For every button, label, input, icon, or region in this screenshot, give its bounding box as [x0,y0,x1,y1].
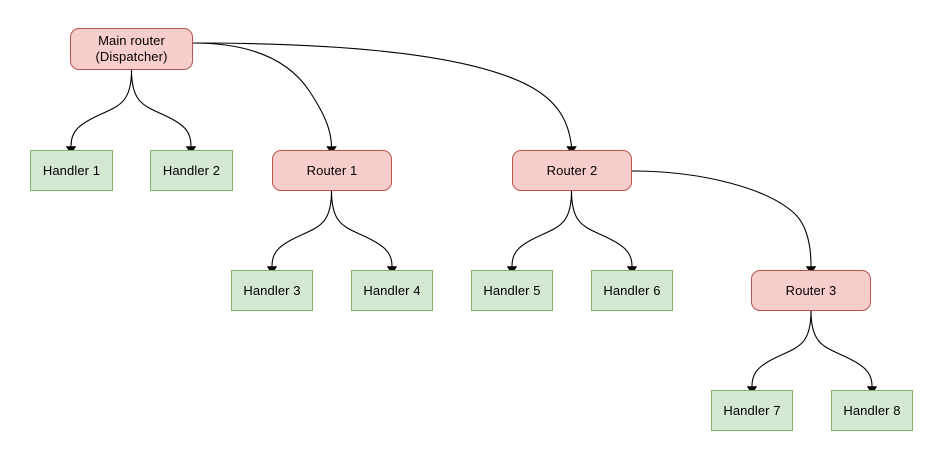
node-router-3[interactable]: Router 3 [751,270,871,311]
edge-main-to-handler-1 [70,69,133,147]
edge-main-to-router-2 [192,42,573,147]
node-handler-2-label: Handler 2 [162,162,221,178]
node-router-3-label: Router 3 [785,282,837,298]
node-router-1-label: Router 1 [306,162,358,178]
edge-router1-to-handler-4 [330,190,393,267]
edge-router3-to-handler-7 [751,310,812,387]
node-main-router-label: Main router (Dispatcher) [95,33,168,64]
node-handler-3-label: Handler 3 [243,282,301,298]
node-router-2[interactable]: Router 2 [512,150,632,191]
edge-router2-to-router-3 [631,170,812,267]
node-handler-6-label: Handler 6 [603,282,661,298]
edge-router3-to-handler-8 [810,310,873,387]
node-handler-6[interactable]: Handler 6 [591,270,673,311]
node-handler-4-label: Handler 4 [363,282,421,298]
node-handler-2[interactable]: Handler 2 [150,150,233,191]
node-handler-4[interactable]: Handler 4 [351,270,433,311]
node-handler-7-label: Handler 7 [723,402,781,418]
node-handler-3[interactable]: Handler 3 [231,270,313,311]
node-handler-1-label: Handler 1 [42,162,101,178]
edge-main-to-router-1 [192,42,333,147]
node-main-router[interactable]: Main router (Dispatcher) [70,28,193,70]
edge-main-to-handler-2 [130,69,192,147]
node-handler-1[interactable]: Handler 1 [30,150,113,191]
node-handler-5[interactable]: Handler 5 [471,270,553,311]
node-handler-5-label: Handler 5 [483,282,541,298]
node-handler-8[interactable]: Handler 8 [831,390,913,431]
node-router-1[interactable]: Router 1 [272,150,392,191]
node-handler-8-label: Handler 8 [843,402,901,418]
edge-router1-to-handler-3 [271,190,333,267]
edges-group [70,42,873,387]
edge-router2-to-handler-6 [570,190,633,267]
node-handler-7[interactable]: Handler 7 [711,390,793,431]
edge-router2-to-handler-5 [511,190,573,267]
node-router-2-label: Router 2 [546,162,598,178]
